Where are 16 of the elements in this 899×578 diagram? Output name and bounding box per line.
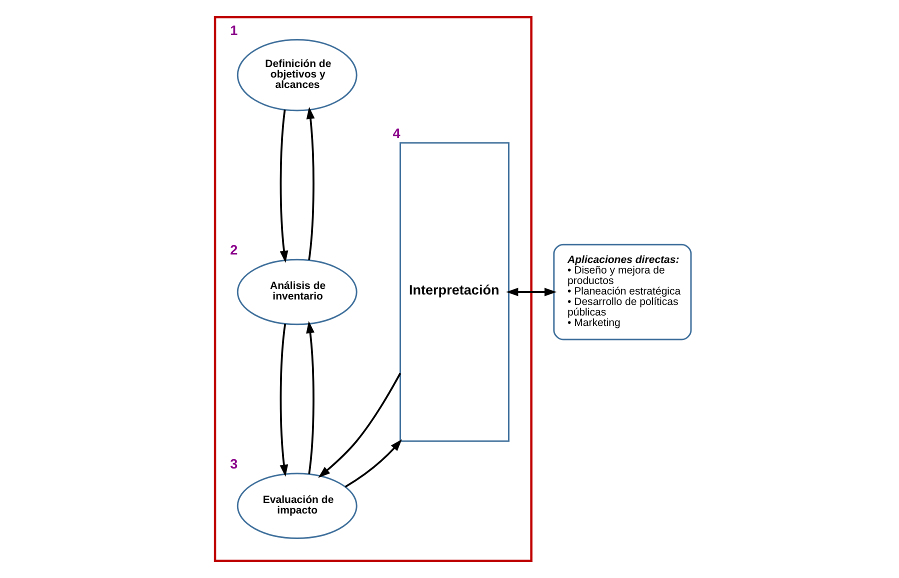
node-ellipse: Definición de objetivos y alcances [236, 38, 357, 112]
arrow [306, 106, 314, 260]
arrow [344, 439, 402, 488]
node-label: 4 [392, 126, 400, 141]
arrow [279, 110, 288, 263]
arrow [318, 372, 401, 478]
node-ellipse: Evaluación de impacto [236, 472, 357, 540]
node-label: 3 [230, 456, 238, 472]
node-label: 1 [230, 22, 238, 38]
node-box: Interpretación [399, 142, 509, 442]
arrow [306, 321, 314, 474]
node-box: Aplicaciones directas: • Diseño y mejora de productos • Planeación estratégica • Desarrollo de políticas públicas • Marketing [552, 244, 692, 340]
arrow [279, 324, 288, 477]
node-ellipse: Análisis de inventario [236, 258, 357, 326]
cluster [213, 16, 532, 562]
node-label: 2 [230, 242, 238, 258]
